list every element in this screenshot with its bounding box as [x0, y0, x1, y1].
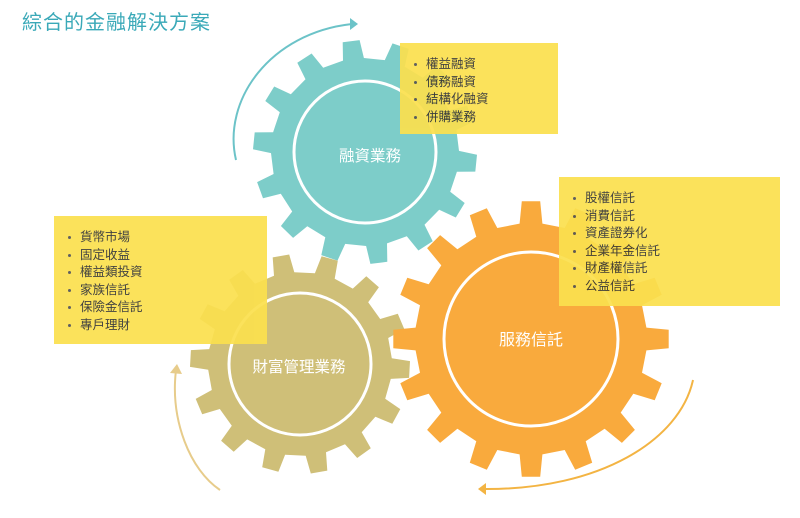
list-item: 企業年金信託	[571, 242, 780, 260]
list-item: 家族信託	[66, 281, 267, 299]
list-item: 專戶理財	[66, 316, 267, 334]
list-item: 貨幣市場	[66, 228, 267, 246]
list-item: 股權信託	[571, 189, 780, 207]
cycle-arrows	[170, 18, 694, 495]
note-trust: 股權信託 消費信託 資產證券化 企業年金信託 財產權信託 公益信託	[559, 177, 780, 306]
gear-wealth-label: 財富管理業務	[252, 358, 346, 376]
note-wealth-list: 貨幣市場 固定收益 權益類投資 家族信託 保險金信託 專戶理財	[66, 228, 267, 333]
list-item: 權益融資	[412, 55, 558, 73]
gear-wealth-ring	[227, 291, 373, 437]
list-item: 固定收益	[66, 246, 267, 264]
gear-financing-label: 融資業務	[338, 147, 402, 165]
list-item: 併購業務	[412, 108, 558, 126]
arrow-left-icon	[174, 369, 221, 491]
note-wealth: 貨幣市場 固定收益 權益類投資 家族信託 保險金信託 專戶理財	[54, 216, 267, 344]
list-item: 資產證券化	[571, 224, 780, 242]
list-item: 結構化融資	[412, 90, 558, 108]
list-item: 公益信託	[571, 277, 780, 295]
arrowhead-top-icon	[350, 18, 358, 30]
gear-trust-label: 服務信託	[498, 330, 564, 349]
list-item: 債務融資	[412, 73, 558, 91]
arrowhead-bottom-icon	[478, 483, 486, 495]
note-trust-list: 股權信託 消費信託 資產證券化 企業年金信託 財產權信託 公益信託	[571, 189, 780, 294]
gear-financing-ring	[292, 79, 438, 225]
arrow-top-icon	[232, 23, 353, 161]
arrowhead-left-icon	[170, 364, 182, 374]
list-item: 保險金信託	[66, 298, 267, 316]
list-item: 消費信託	[571, 207, 780, 225]
page-title: 綜合的金融解決方案	[22, 10, 211, 34]
arrow-bottom-icon	[483, 379, 694, 491]
note-financing-list: 權益融資 債務融資 結構化融資 併購業務	[412, 55, 558, 125]
list-item: 權益類投資	[66, 263, 267, 281]
note-financing: 權益融資 債務融資 結構化融資 併購業務	[400, 43, 558, 134]
list-item: 財產權信託	[571, 259, 780, 277]
gear-trust-ring	[442, 250, 620, 428]
